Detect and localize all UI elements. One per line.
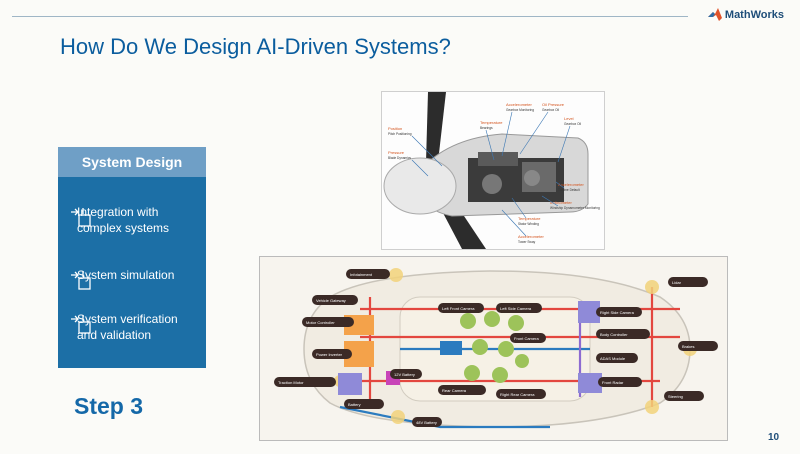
sensor-label-title: Oil Pressure xyxy=(542,102,565,107)
vehicle-module-label: ADAS Module xyxy=(600,356,626,361)
sensor-label-title: Pressure xyxy=(388,150,405,155)
vehicle-module-label: Brakes xyxy=(682,344,694,349)
vehicle-architecture-image: Infotainment Vehicle Gateway Motor Contr… xyxy=(259,256,728,441)
sensor-label-title: Inclinometer xyxy=(550,200,572,205)
sensor-label-title: Accelerometer xyxy=(518,234,544,239)
vehicle-module-label: Power Inverter xyxy=(316,352,343,357)
sensor-label-sub: Gearbox Monitoring xyxy=(506,108,534,112)
panel-item-line: and validation xyxy=(77,328,152,342)
vehicle-module-label: Vehicle Gateway xyxy=(316,298,346,303)
mathworks-logo-icon xyxy=(707,8,722,21)
sensor-label-sub: Pitch Positioning xyxy=(388,132,412,136)
wind-turbine-image: Accelerometer Oil Pressure Temperature L… xyxy=(381,91,605,250)
sensor-label-sub: Gearbox Oil xyxy=(542,108,559,112)
vehicle-module-label: Left Front Camera xyxy=(442,306,475,311)
vehicle-module-label: Rear Camera xyxy=(442,388,467,393)
sensor-label-sub: Windship Dynamometer Monitoring xyxy=(550,206,600,210)
sensor-label-sub: Gearbox Oil xyxy=(564,122,581,126)
system-design-panel: System Design Integration with complex s… xyxy=(58,147,206,368)
sensor-label-title: Accelerometer xyxy=(558,182,584,187)
sensor-label-title: Position xyxy=(388,126,402,131)
panel-item-line: System simulation xyxy=(77,268,175,282)
slide-title: How Do We Design AI-Driven Systems? xyxy=(60,34,451,59)
panel-heading: System Design xyxy=(58,147,206,177)
system-blocks-icon xyxy=(71,208,91,227)
brand-name: MathWorks xyxy=(724,8,784,21)
sensor-label-sub: Tower Sway xyxy=(518,240,536,244)
vehicle-module-label: Front Camera xyxy=(514,336,539,341)
panel-item-line: System verification xyxy=(77,312,178,326)
sensor-label-title: Level xyxy=(564,116,574,121)
vehicle-module-label: Battery xyxy=(348,402,361,407)
sensor-label-sub: Blade Dynamics xyxy=(388,156,411,160)
vehicle-module-label: Body Controller xyxy=(600,332,628,337)
sensor-label-title: Temperature xyxy=(518,216,541,221)
sensor-label-title: Accelerometer xyxy=(506,102,532,107)
sensor-label-sub: Bearings xyxy=(480,126,493,130)
step-label: Step 3 xyxy=(74,393,144,419)
vehicle-module-label: Infotainment xyxy=(350,272,373,277)
header-rule xyxy=(12,16,688,17)
vehicle-module-label: 48V Battery xyxy=(416,420,437,425)
vehicle-module-label: Traction Motor xyxy=(278,380,304,385)
vehicle-module-label: Front Radar xyxy=(602,380,624,385)
panel-item-line: complex systems xyxy=(77,221,170,235)
turbine-blade xyxy=(426,92,446,162)
vehicle-module-label: Motor Controller xyxy=(306,320,335,325)
system-blocks-icon xyxy=(71,271,91,290)
vehicle-module-label: 12V Battery xyxy=(394,372,415,377)
vehicle-module-label: Left Side Camera xyxy=(500,306,532,311)
panel-item-line: Integration with xyxy=(77,205,159,219)
sensor-label-sub: Stator Winding xyxy=(518,222,539,226)
turbine-hub xyxy=(383,157,457,215)
mathworks-brand: MathWorks xyxy=(707,8,784,21)
vehicle-module-label: Right Side Camera xyxy=(600,310,635,315)
system-blocks-icon xyxy=(71,315,91,334)
page-number: 10 xyxy=(768,432,780,443)
sensor-label-title: Temperature xyxy=(480,120,503,125)
vehicle-module-label: Lidar xyxy=(672,280,682,285)
sensor-label-sub: Turbine Default xyxy=(558,188,580,192)
vehicle-module-label: Steering xyxy=(668,394,683,399)
vehicle-module-label: Right Rear Camera xyxy=(500,392,535,397)
